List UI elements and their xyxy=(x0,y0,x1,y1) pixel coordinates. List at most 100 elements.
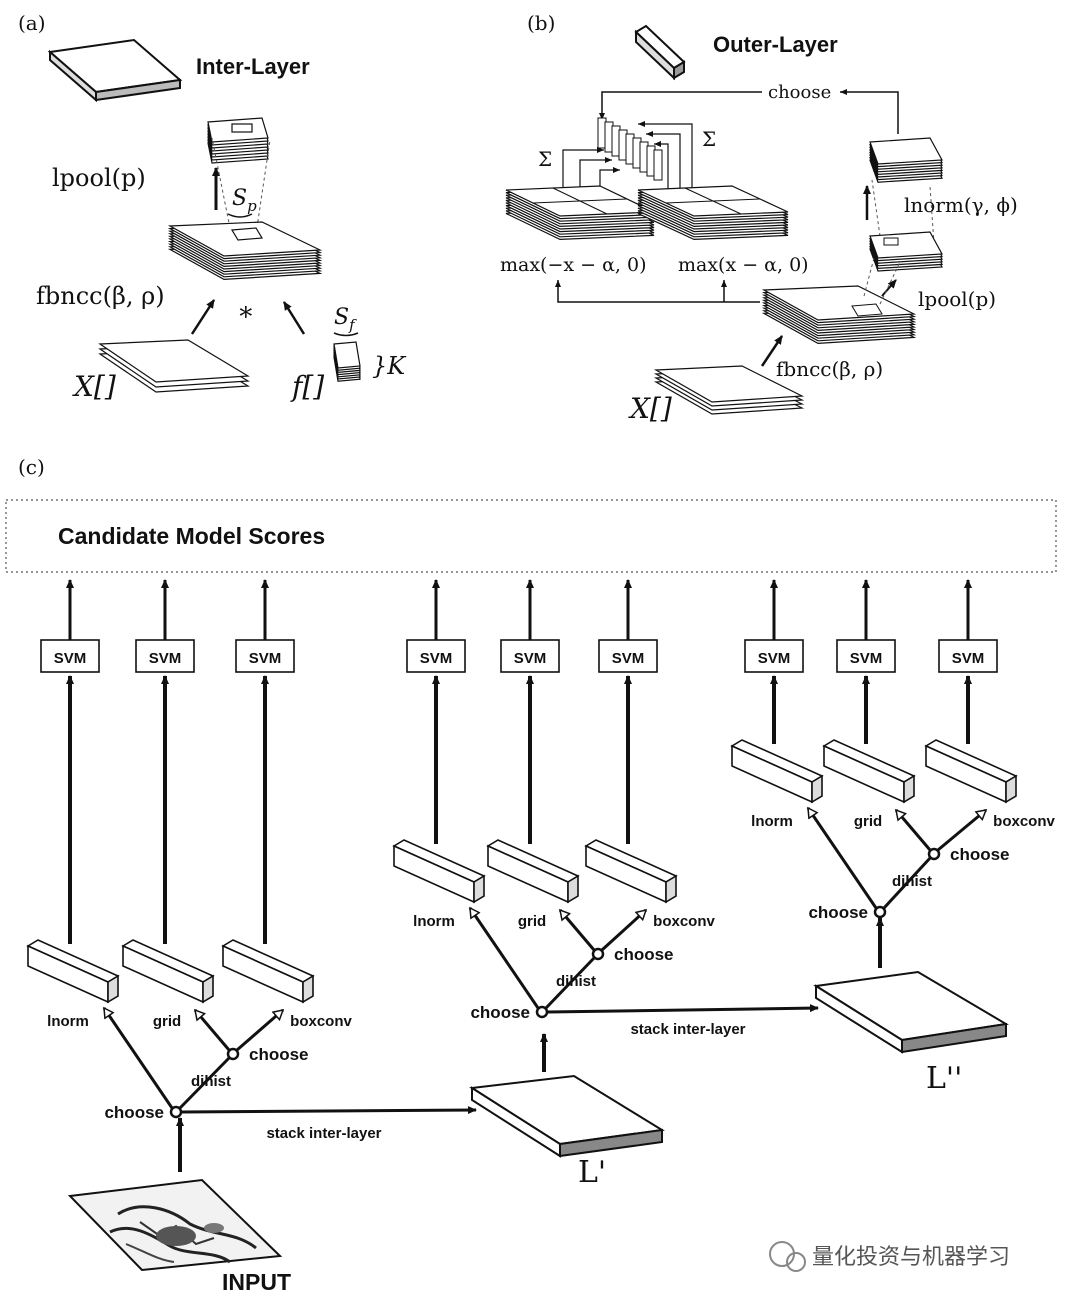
pos-block-grid xyxy=(665,198,761,204)
lpool-b-label: lpool(p) xyxy=(918,287,996,311)
fbncc-label: fbncc(β, ρ) xyxy=(36,282,165,310)
choose-out-arrow xyxy=(599,91,762,120)
sp-brace xyxy=(227,213,253,218)
svm-label: SVM xyxy=(758,650,791,667)
to-dihist-line xyxy=(178,1055,232,1110)
grid-label: grid xyxy=(854,813,882,830)
panel-a-label: (a) xyxy=(18,11,46,35)
rod-end xyxy=(473,874,485,904)
fbncc-output-stack xyxy=(167,221,323,281)
fbncc-b-label: fbncc(β, ρ) xyxy=(776,357,883,381)
stack-arrow-1 xyxy=(181,1106,477,1115)
inter-layer-icon xyxy=(47,38,183,103)
l2-slab-front xyxy=(901,1022,1007,1054)
lnorm-label: lnorm xyxy=(751,813,793,830)
poolb-projection-2 xyxy=(879,261,901,305)
k-label: }K xyxy=(372,352,407,380)
rod-end xyxy=(202,974,214,1004)
l2-slab xyxy=(813,970,1009,1054)
rod-end xyxy=(567,874,579,904)
neg-threshold-block xyxy=(505,185,655,241)
grid-label: grid xyxy=(518,913,546,930)
choose-node xyxy=(591,947,605,961)
grid-label: grid xyxy=(153,1013,181,1030)
max-pos-label: max(x − α, 0) xyxy=(678,254,809,276)
to-boxconv-arrow xyxy=(236,1008,283,1052)
feature-rod xyxy=(822,739,916,804)
to-boxconv-arrow xyxy=(600,908,646,952)
watermark-text: 量化投资与机器学习 xyxy=(812,1245,1010,1270)
svm-label: SVM xyxy=(514,650,547,667)
rod-end xyxy=(665,874,677,904)
svm-box xyxy=(938,639,998,673)
panel-b-label: (b) xyxy=(527,11,555,35)
sigma-right: Σ xyxy=(702,127,716,151)
boxconv-label: boxconv xyxy=(653,913,715,930)
x-input-b-label: X[] xyxy=(628,392,672,425)
choose-label-2: choose xyxy=(950,845,1010,864)
stack-label-1: stack inter-layer xyxy=(266,1125,381,1142)
lnorm-label: lnorm xyxy=(413,913,455,930)
poolb-window xyxy=(883,237,899,246)
sum-arrow-2 xyxy=(579,157,612,190)
rod-end xyxy=(811,774,823,804)
pool-window xyxy=(231,123,253,133)
dihist-label: dihist xyxy=(892,873,932,890)
stack-arrow-2 xyxy=(547,1004,819,1014)
input-x-layer xyxy=(98,339,250,383)
sf-label: Sf xyxy=(334,305,357,334)
rod-end xyxy=(302,974,314,1004)
choose-node xyxy=(873,905,887,919)
rod-end xyxy=(107,974,119,1004)
input-x-stack-b xyxy=(653,365,805,415)
to-grid-arrow xyxy=(193,1010,231,1051)
rod-end xyxy=(1005,774,1017,804)
boxconv-label: boxconv xyxy=(993,813,1055,830)
outer-layer-icon xyxy=(634,24,686,81)
sp-label: Sp xyxy=(232,186,257,215)
input-arrow xyxy=(190,299,216,335)
pooled-output-stack xyxy=(207,117,269,164)
feature-rod xyxy=(584,839,678,904)
l1-slab xyxy=(469,1074,665,1158)
feature-rod xyxy=(26,939,120,1004)
input-image xyxy=(67,1178,283,1272)
filter-arrow xyxy=(282,301,306,335)
l1-label: L' xyxy=(578,1155,606,1190)
feature-rod xyxy=(221,939,315,1004)
slice xyxy=(653,149,663,181)
fbncc-b-arrow xyxy=(760,335,784,367)
to-lnorm-arrow xyxy=(102,1008,174,1109)
to-lnorm-arrow xyxy=(468,908,540,1009)
input-x-b-layer xyxy=(653,365,805,403)
scores-box xyxy=(5,499,1057,573)
watermark: 量化投资与机器学习 xyxy=(769,1241,1010,1272)
scores-title: Candidate Model Scores xyxy=(58,523,325,549)
choose-in-arrow xyxy=(840,89,899,134)
choose-node xyxy=(927,847,941,861)
lnorm-label: lnorm(γ, ϕ) xyxy=(904,193,1018,217)
x-input-label: X[] xyxy=(72,370,116,403)
choose-node xyxy=(226,1047,240,1061)
sum-arrow-6 xyxy=(654,141,669,190)
feature-rod xyxy=(392,839,486,904)
svm-label: SVM xyxy=(952,650,985,667)
lnorm-layer-layer xyxy=(869,137,943,165)
max-neg-label: max(−x − α, 0) xyxy=(500,254,647,276)
svm-label: SVM xyxy=(420,650,453,667)
inter-layer-title: Inter-Layer xyxy=(196,54,310,79)
boxconv-label: boxconv xyxy=(290,1013,352,1030)
lnorm-projection xyxy=(871,179,881,237)
panel-a: (a) Inter-Layer lpool(p) Sp fbncc(β, ρ) … xyxy=(18,11,407,403)
input-label: INPUT xyxy=(222,1269,291,1295)
choose-label-2: choose xyxy=(614,945,674,964)
feature-rod xyxy=(486,839,580,904)
choose-label: choose xyxy=(470,1003,530,1022)
rod-end xyxy=(903,774,915,804)
dihist-label: dihist xyxy=(191,1073,231,1090)
fbncc-window xyxy=(230,227,264,241)
fbncc-block-b xyxy=(761,257,917,345)
lnorm-label: lnorm xyxy=(47,1013,89,1030)
